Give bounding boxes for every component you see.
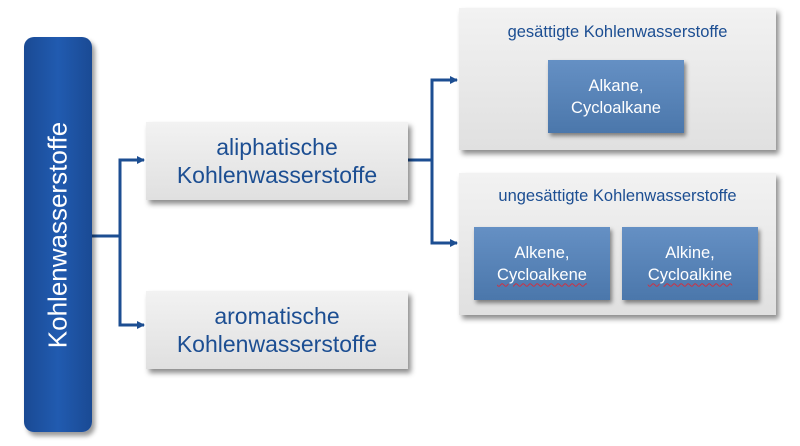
- alkane-line1: Alkane,: [588, 76, 644, 95]
- connector-aliphatic: [118, 156, 145, 236]
- alkene-line1: Alkene,: [514, 243, 570, 262]
- unsaturated-title: ungesättigte Kohlenwasserstoffe: [498, 187, 737, 205]
- aliphatic-node: aliphatische Kohlenwasserstoffe: [146, 122, 408, 200]
- alkyne-node: Alkine, Cycloalkine: [622, 227, 758, 300]
- aromatic-node: aromatische Kohlenwasserstoffe: [146, 291, 408, 369]
- root-label: Kohlenwasserstoffe: [42, 121, 73, 348]
- alkane-line2: Cycloalkane: [571, 98, 661, 117]
- aromatic-line1: aromatische: [214, 303, 340, 329]
- aliphatic-line1: aliphatische: [216, 134, 338, 160]
- connector-saturated: [430, 76, 458, 160]
- connector-unsaturated: [430, 160, 458, 247]
- saturated-title: gesättigte Kohlenwasserstoffe: [507, 23, 728, 41]
- aromatic-line2: Kohlenwasserstoffe: [176, 331, 378, 357]
- alkene-line2: Cycloalkene: [497, 265, 587, 284]
- connector-aromatic: [118, 236, 145, 329]
- aliphatic-line2: Kohlenwasserstoffe: [176, 162, 378, 188]
- alkane-node: Alkane, Cycloalkane: [548, 60, 684, 133]
- root-node: Kohlenwasserstoffe: [24, 37, 92, 432]
- alkene-node: Alkene, Cycloalkene: [474, 227, 610, 300]
- alkyne-line2: Cycloalkine: [647, 265, 733, 284]
- alkyne-line1: Alkine,: [665, 243, 715, 262]
